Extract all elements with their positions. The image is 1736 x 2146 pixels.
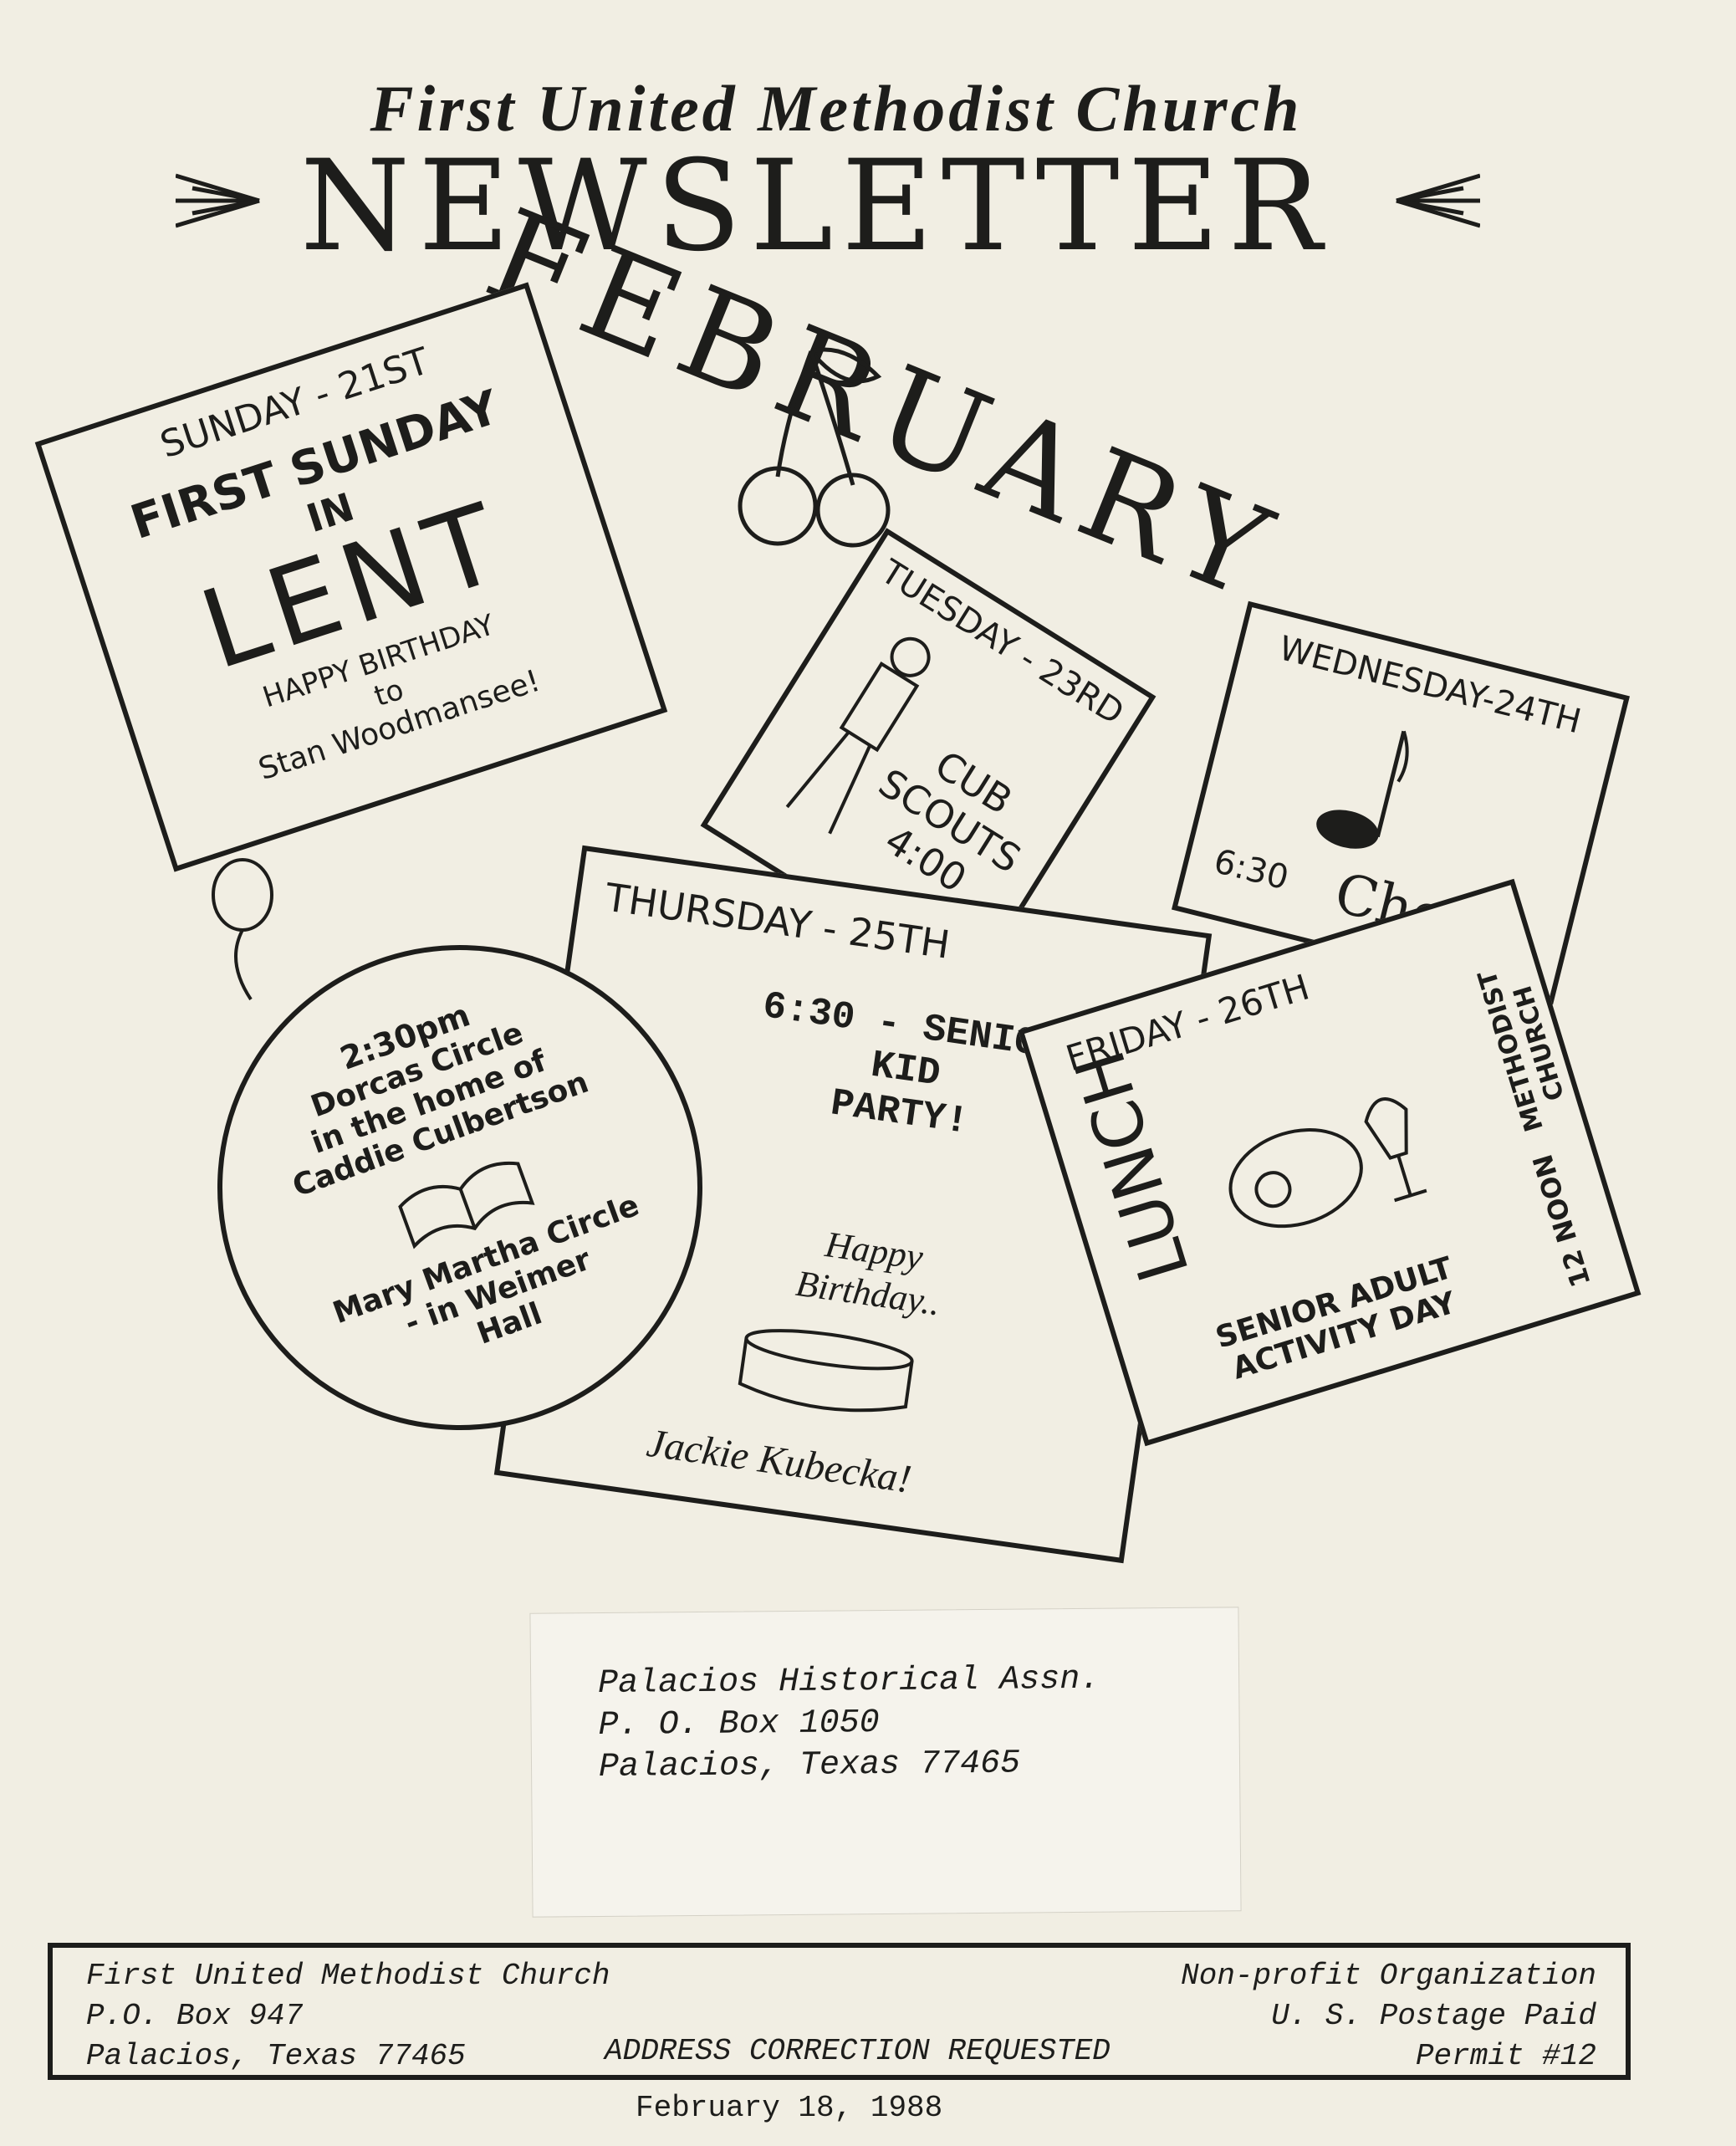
food-icon bbox=[1228, 1097, 1427, 1229]
open-book-icon bbox=[398, 1161, 535, 1249]
balloon-icon bbox=[212, 858, 273, 1001]
recipient-city: Palacios, Texas 77465 bbox=[598, 1745, 1021, 1786]
nonprofit-text: Non-profit Organization bbox=[1181, 1959, 1596, 1993]
newsletter-title: NEWSLETTER bbox=[299, 134, 1331, 279]
sunburst-right-icon bbox=[1396, 173, 1480, 228]
thursday-birthday-name: Jackie Kubecka! bbox=[644, 1420, 914, 1502]
scout-figure-icon bbox=[785, 636, 931, 835]
cherries-icon bbox=[738, 347, 891, 548]
sender-city: Palacios, Texas 77465 bbox=[86, 2039, 466, 2073]
sender-po-box: P.O. Box 947 bbox=[86, 1999, 304, 2033]
choir-time: 6:30 bbox=[1210, 841, 1293, 898]
address-label: Palacios Historical Assn. P. O. Box 1050… bbox=[529, 1607, 1242, 1918]
wednesday-choir-card: WEDNESDAY-24TH 6:30 Choir bbox=[1172, 600, 1630, 1005]
birthday-cake-icon bbox=[738, 1329, 914, 1413]
address-correction-notice: ADDRESS CORRECTION REQUESTED bbox=[605, 2034, 1111, 2068]
tuesday-cub-scouts-card: TUESDAY - 23RD CUB SCOUTS 4:00 bbox=[700, 528, 1156, 994]
issue-date: February 18, 1988 bbox=[636, 2091, 943, 2125]
sunburst-left-icon bbox=[176, 173, 260, 228]
recipient-name: Palacios Historical Assn. bbox=[597, 1660, 1100, 1703]
friday-lunch-card: FRIDAY - 26TH LUNCH METHODIST CHURCH 12 … bbox=[1018, 878, 1642, 1447]
recipient-po-box: P. O. Box 1050 bbox=[598, 1704, 880, 1745]
church-name-heading: First United Methodist Church bbox=[370, 72, 1303, 145]
permit-text: Permit #12 bbox=[1415, 2039, 1596, 2073]
postage-paid-text: U. S. Postage Paid bbox=[1271, 1999, 1596, 2033]
thursday-party-card: THURSDAY - 25TH 6:30 - SENIOR KID PARTY!… bbox=[493, 845, 1213, 1564]
music-note-icon bbox=[1316, 730, 1409, 849]
circle-meetings-badge: 2:30pm Dorcas Circle in the home of Cadd… bbox=[149, 876, 771, 1499]
mailing-indicia-box: First United Methodist Church P.O. Box 9… bbox=[48, 1943, 1631, 2080]
sunday-lent-card: SUNDAY - 21ST FIRST SUNDAY IN LENT HAPPY… bbox=[34, 282, 668, 872]
lunch-time: 12 NOON bbox=[1526, 1150, 1597, 1291]
sender-name: First United Methodist Church bbox=[86, 1959, 610, 1993]
